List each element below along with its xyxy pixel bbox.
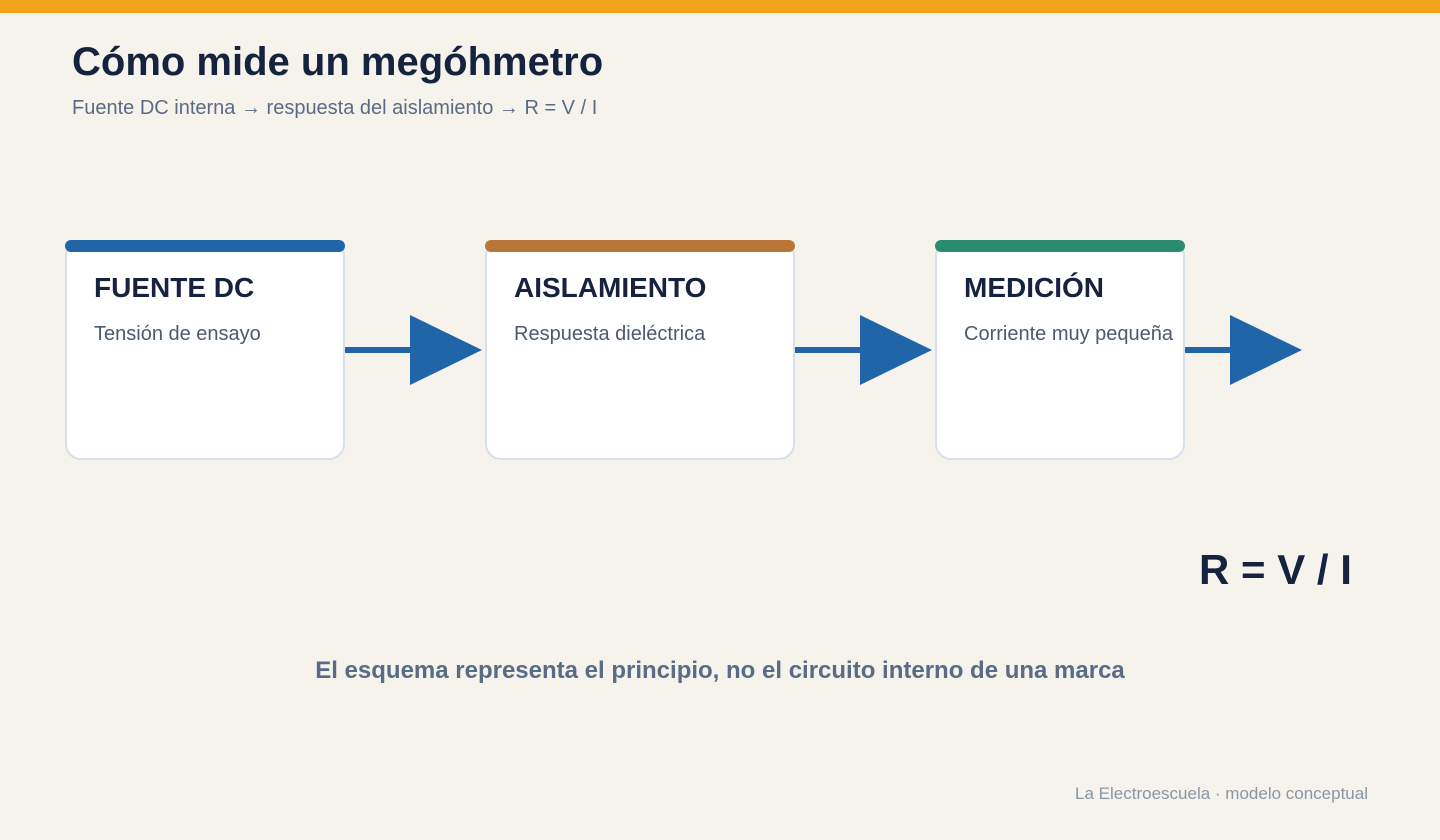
diagram-note: El esquema representa el principio, no e… (315, 657, 1125, 684)
stage-accent-bar (935, 240, 1185, 252)
stage-title: AISLAMIENTO (514, 272, 707, 303)
stage-description: Tensión de ensayo (94, 323, 261, 345)
footer-credit: La Electroescuela · modelo conceptual (1075, 784, 1368, 803)
stage-title: FUENTE DC (94, 272, 255, 303)
stage-accent-bar (65, 240, 345, 252)
stage-description: Corriente muy pequeña (964, 323, 1174, 345)
stage-title: MEDICIÓN (964, 272, 1104, 303)
stage-card-dc-source: FUENTE DC Tensión de ensayo (65, 240, 345, 460)
stage-accent-bar (485, 240, 795, 252)
stage-description: Respuesta dieléctrica (514, 323, 706, 345)
page-title: Cómo mide un megóhmetro (72, 40, 604, 84)
arrow-source-to-insulation (345, 315, 482, 385)
arrow-insulation-to-measurement (795, 315, 932, 385)
stage-card-insulation: AISLAMIENTO Respuesta dieléctrica (485, 240, 795, 460)
stage-card-measurement: MEDICIÓN Corriente muy pequeña (935, 240, 1185, 460)
page-subtitle: Fuente DC interna → respuesta del aislam… (72, 97, 598, 119)
resistance-formula: R = V / I (1199, 546, 1352, 593)
top-accent-bar (0, 0, 1440, 13)
arrow-measurement-to-result (1185, 315, 1302, 385)
